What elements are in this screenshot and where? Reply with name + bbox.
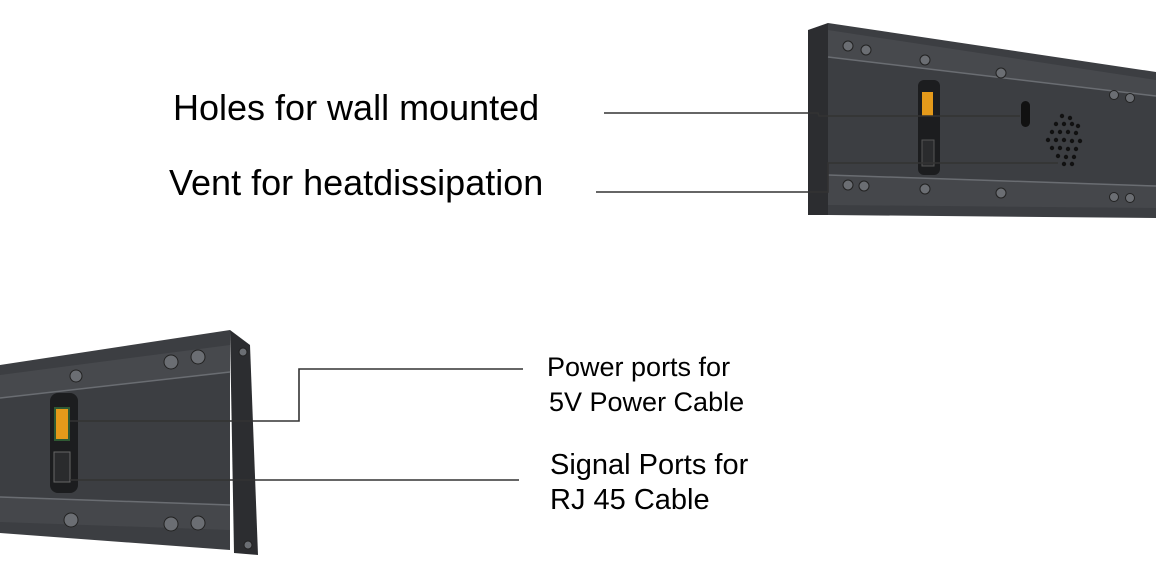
leader-power	[70, 368, 523, 422]
callout-vent: Vent for heatdissipation	[169, 162, 544, 203]
callout-power-line1: Power ports for	[547, 352, 731, 382]
panel-bottom-end-cap	[230, 330, 258, 555]
leader-lines	[70, 112, 1058, 481]
callout-signal-line1: Signal Ports for	[550, 449, 749, 481]
panel-top-rj45-connector	[921, 139, 935, 167]
panel-bottom-power-connector	[54, 407, 70, 441]
leader-vent	[596, 162, 1058, 193]
callout-signal-line2: RJ 45 Cable	[550, 484, 710, 516]
panel-top-power-connector	[922, 92, 933, 116]
heat-vent	[1045, 113, 1083, 167]
panel-bottom-screws	[63, 347, 253, 550]
panel-top-end-cap	[808, 23, 828, 215]
leader-wall-mount	[604, 112, 1020, 117]
panel-top-upper-rail	[828, 30, 1156, 96]
panel-top-right	[808, 23, 1156, 218]
panel-bottom-left	[0, 330, 258, 555]
panel-bottom-rj45-connector	[53, 451, 71, 483]
callout-wall-mount: Holes for wall mounted	[173, 87, 540, 128]
wall-mount-hole	[1021, 101, 1030, 127]
panel-top-screws	[842, 40, 1135, 203]
callout-power-line2: 5V Power Cable	[549, 387, 745, 417]
